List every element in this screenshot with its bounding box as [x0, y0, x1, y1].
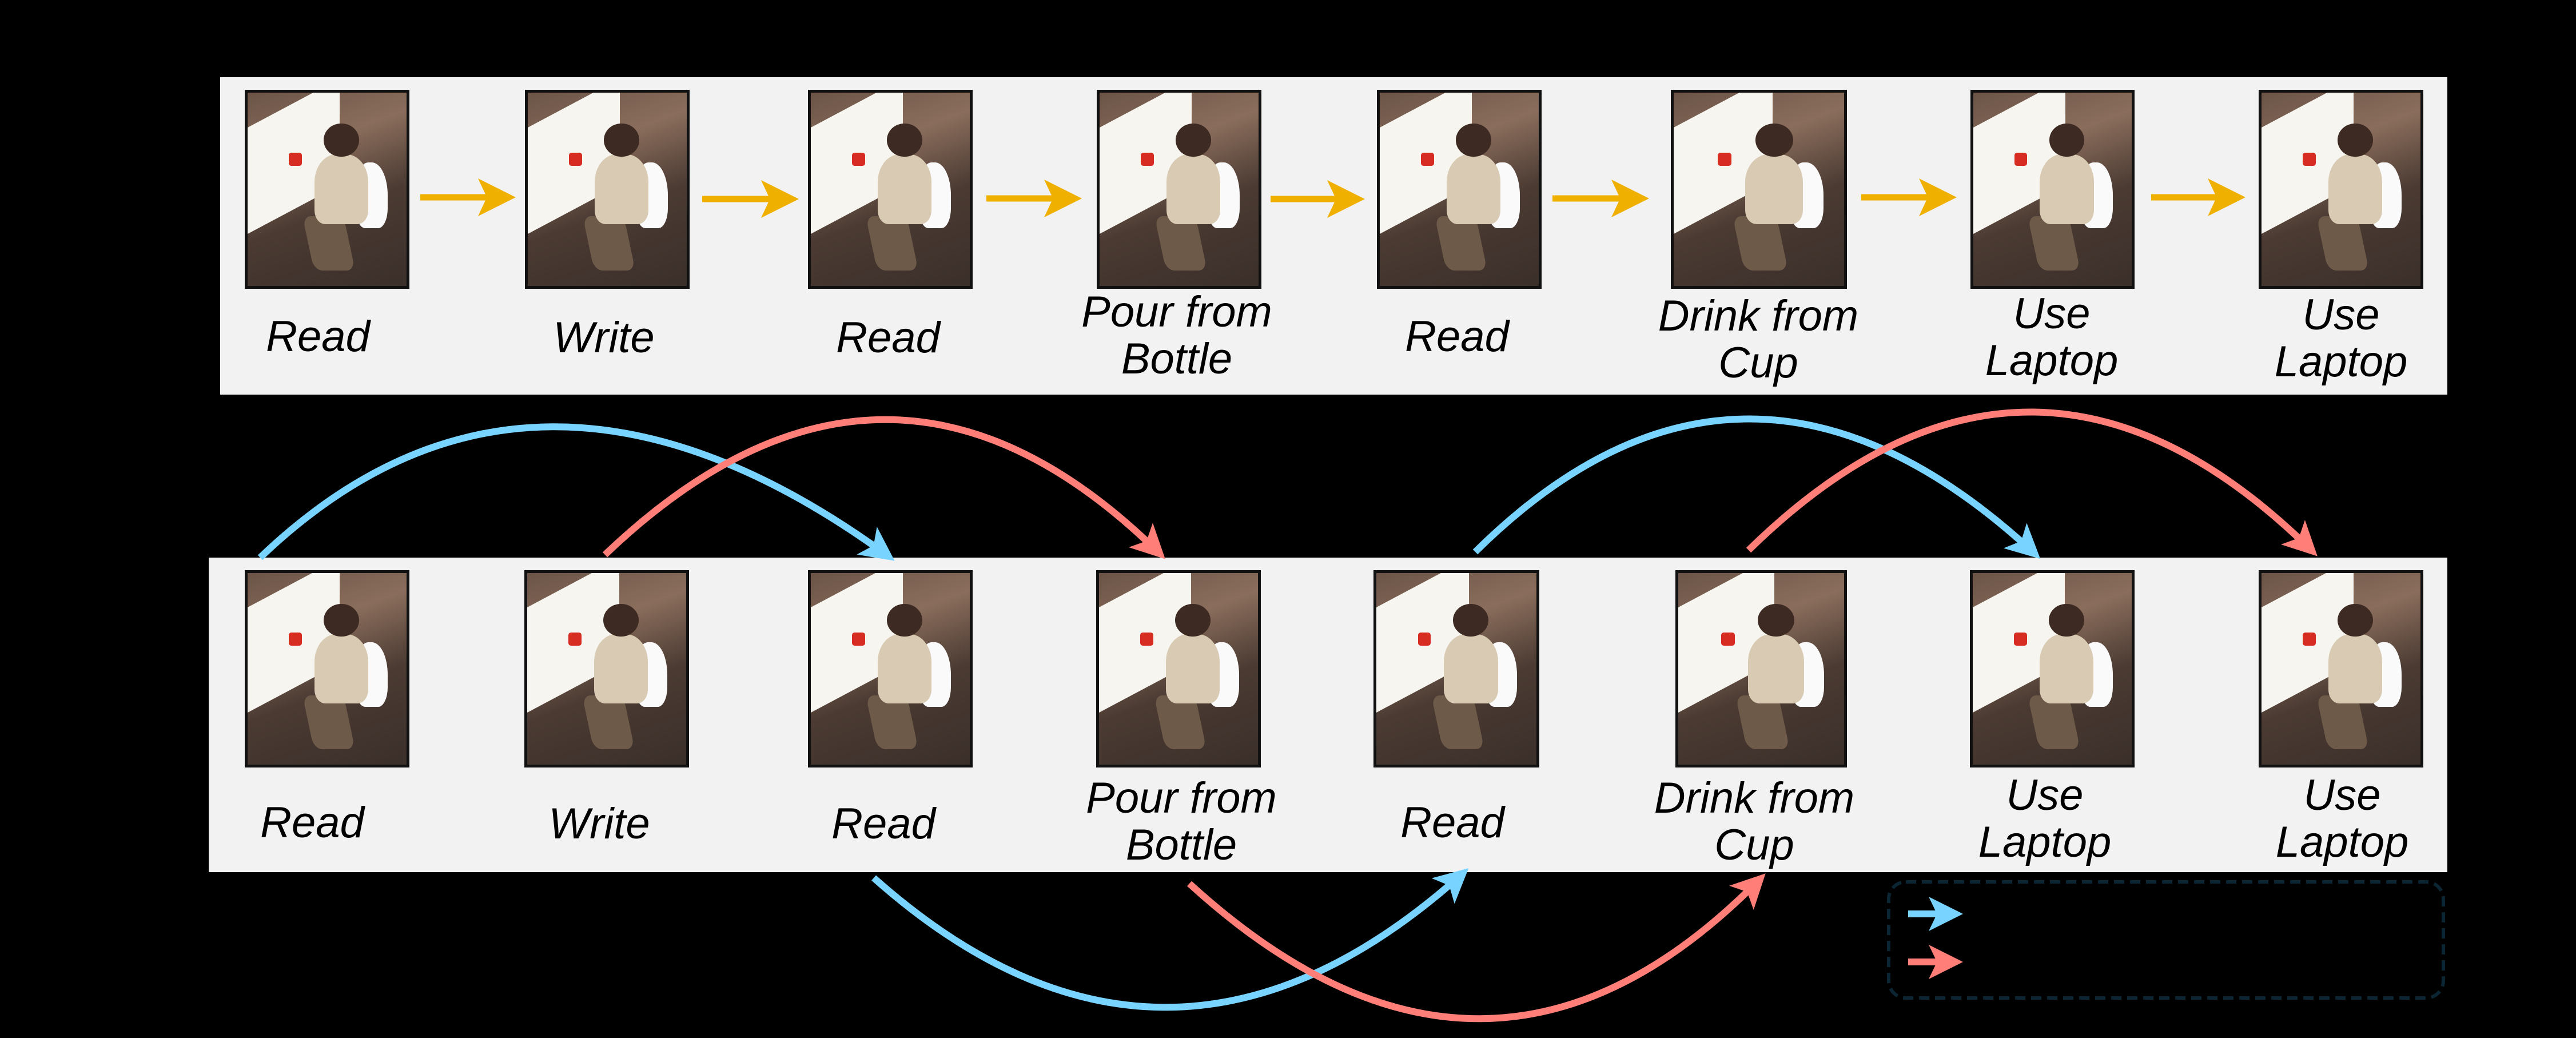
top-label-1: Read: [266, 312, 370, 361]
top-frame-8: [2259, 90, 2423, 289]
top-label-7: Use Laptop: [1985, 289, 2119, 385]
sequential-arrows: [420, 178, 2245, 218]
skip-arcs: [257, 408, 2318, 1023]
bottom-label-4: Pour from Bottle: [1086, 774, 1277, 869]
bottom-label-8: Use Laptop: [2275, 771, 2409, 866]
bottom-label-2: Write: [548, 800, 650, 848]
top-frame-4: [1097, 90, 1261, 289]
skip-arc-red-write-to-pour: [602, 416, 1165, 559]
bottom-frame-6: [1675, 570, 1847, 767]
top-frame-6: [1671, 90, 1847, 289]
top-label-4: Pour from Bottle: [1081, 288, 1272, 383]
bottom-frame-1: [245, 570, 409, 767]
top-label-5: Read: [1405, 312, 1509, 361]
top-frame-2: [525, 90, 690, 289]
top-frame-1: [245, 90, 409, 289]
skip-arc-blue-read-to-read: [257, 423, 895, 561]
bottom-frame-2: [524, 570, 689, 767]
top-label-8: Use Laptop: [2274, 291, 2408, 386]
bottom-frame-7: [1970, 570, 2135, 767]
skip-arc-blue-read-to-laptop: [1472, 415, 2041, 559]
skip-arc-blue-read-to-read-bottom: [871, 868, 1469, 1011]
top-frame-7: [1970, 90, 2135, 289]
top-label-6: Drink from Cup: [1658, 292, 1859, 387]
top-frame-3: [808, 90, 973, 289]
bottom-frame-5: [1373, 570, 1539, 767]
bottom-frame-8: [2259, 570, 2423, 767]
legend-box: [1887, 880, 2445, 1000]
bottom-label-3: Read: [831, 800, 935, 848]
bottom-frame-4: [1096, 570, 1261, 767]
skip-arc-blue-1-3: [258, 428, 706, 558]
top-label-3: Read: [836, 313, 940, 362]
bottom-label-6: Drink from Cup: [1654, 774, 1855, 869]
legend: [1887, 880, 2445, 1000]
bottom-frame-3: [808, 570, 973, 767]
bottom-label-7: Use Laptop: [1978, 771, 2112, 866]
skip-arc-red-drink-to-laptop: [1746, 408, 2318, 556]
top-frame-5: [1377, 90, 1542, 289]
bottom-label-1: Read: [260, 798, 364, 847]
skip-arc-red-pour-to-drink-bottom: [1187, 873, 1766, 1023]
top-label-2: Write: [553, 313, 655, 362]
bottom-label-5: Read: [1400, 798, 1504, 847]
